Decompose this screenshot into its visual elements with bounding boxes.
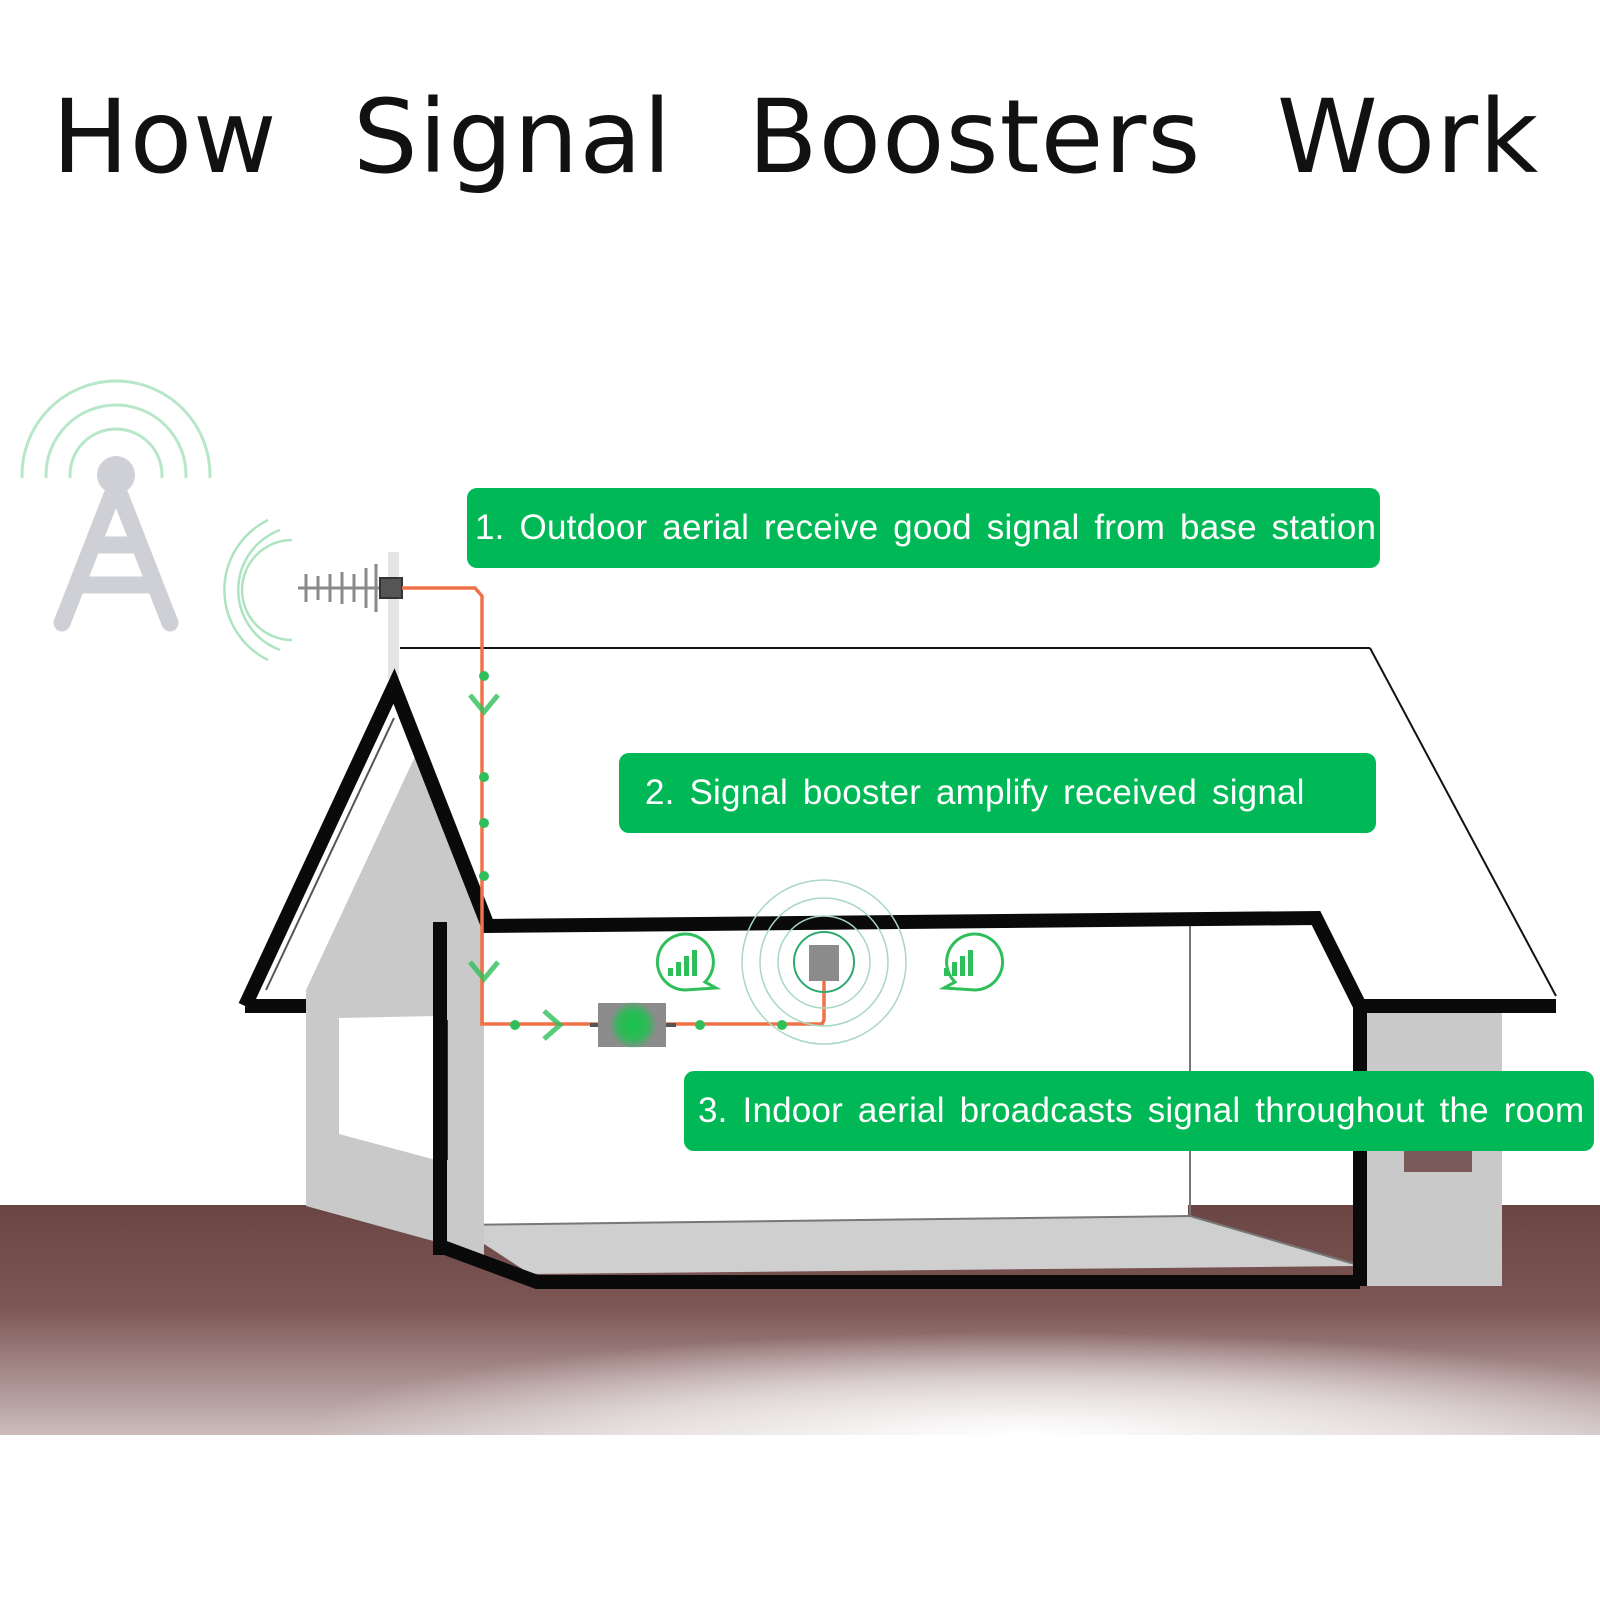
step-1-callout: 1. Outdoor aerial receive good signal fr… bbox=[467, 488, 1380, 568]
step-3-label: 3. Indoor aerial broadcasts signal throu… bbox=[698, 1091, 1585, 1130]
antenna-mast bbox=[388, 552, 399, 679]
coax-cable bbox=[402, 586, 826, 1026]
yagi-antenna-icon bbox=[298, 564, 403, 612]
step-1-label: 1. Outdoor aerial receive good signal fr… bbox=[475, 508, 1377, 547]
signal-bars-bubble-icon bbox=[938, 932, 1005, 992]
cell-tower-icon bbox=[0, 379, 232, 638]
signal-bars-bubble-icon bbox=[655, 932, 722, 992]
diagram-title: How Signal Boosters Work bbox=[52, 78, 1540, 197]
signal-booster-icon bbox=[590, 1001, 676, 1049]
house bbox=[238, 647, 1557, 1289]
signal-flow-markers bbox=[468, 671, 787, 1041]
outdoor-signal-waves bbox=[223, 518, 293, 662]
step-3-callout: 3. Indoor aerial broadcasts signal throu… bbox=[684, 1071, 1594, 1151]
step-2-callout: 2. Signal booster amplify received signa… bbox=[619, 753, 1376, 833]
step-2-label: 2. Signal booster amplify received signa… bbox=[645, 773, 1305, 812]
indoor-antenna-icon bbox=[741, 879, 907, 1045]
